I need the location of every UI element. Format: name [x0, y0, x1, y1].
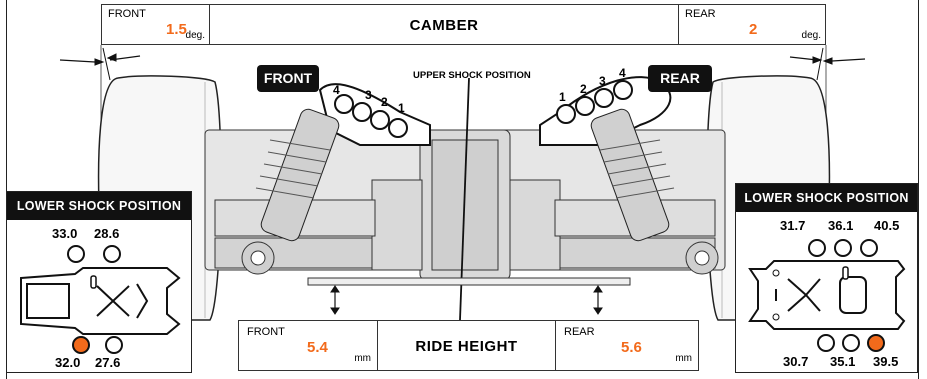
lower-front-top-val-1: 33.0: [52, 226, 78, 241]
front-camber-value[interactable]: 1.5: [166, 21, 187, 38]
front-suspension-arm: [20, 267, 181, 335]
rear-ride-height-box: REAR 5.6 mm: [555, 320, 699, 371]
lower-front-hole-top-1[interactable]: [67, 245, 85, 263]
rear-camber-box: REAR 2 deg.: [678, 4, 826, 45]
lower-shock-rear-title: LOWER SHOCK POSITION: [736, 184, 917, 212]
lower-rear-hole-bottom-1[interactable]: [817, 334, 835, 352]
rear-camber-value[interactable]: 2: [749, 21, 758, 38]
rear-ride-height-value[interactable]: 5.6: [621, 339, 642, 356]
lower-rear-top-val-1: 31.7: [780, 218, 806, 233]
front-camber-unit: deg.: [185, 30, 205, 41]
upper-rear-num-1: 1: [559, 90, 566, 104]
camber-title: CAMBER: [409, 17, 479, 34]
lower-front-top-val-2: 28.6: [94, 226, 120, 241]
ride-height-title: RIDE HEIGHT: [415, 338, 518, 355]
lower-front-hole-top-2[interactable]: [103, 245, 121, 263]
lower-rear-hole-top-3[interactable]: [860, 239, 878, 257]
lower-shock-front-title: LOWER SHOCK POSITION: [7, 192, 191, 220]
upper-shock-holes-rear: [556, 80, 633, 124]
front-ride-height-unit: mm: [354, 353, 371, 364]
front-camber-arrow: [59, 47, 141, 81]
lower-shock-rear-panel: LOWER SHOCK POSITION 31.7 36.1 40.5 30.7…: [735, 183, 918, 373]
lower-rear-hole-top-1[interactable]: [808, 239, 826, 257]
upper-front-num-1: 1: [398, 101, 405, 115]
upper-front-num-2: 2: [381, 95, 388, 109]
ride-height-title-box: RIDE HEIGHT: [377, 320, 556, 371]
rear-shock: [590, 108, 675, 242]
upper-front-num-4: 4: [333, 83, 340, 97]
lower-rear-bottom-val-1: 30.7: [783, 354, 809, 369]
upper-front-badge: FRONT: [257, 65, 319, 92]
lower-shock-front-panel: LOWER SHOCK POSITION 33.0 28.6 32.0 27.6: [6, 191, 192, 373]
front-ride-height-label: FRONT: [247, 326, 285, 338]
upper-shock-title: UPPER SHOCK POSITION: [413, 70, 531, 81]
ride-height-board: [307, 277, 631, 286]
upper-rear-badge: REAR: [648, 65, 712, 92]
upper-rear-num-2: 2: [580, 82, 587, 96]
lower-rear-bottom-val-2: 35.1: [830, 354, 856, 369]
front-camber-box: FRONT 1.5 deg.: [101, 4, 210, 45]
lower-front-bottom-val-2: 27.6: [95, 355, 121, 370]
rear-ride-height-unit: mm: [675, 353, 692, 364]
front-camber-label: FRONT: [108, 8, 146, 20]
frame-line-left: [6, 0, 7, 379]
rear-camber-arrow: [789, 47, 866, 81]
ride-height-arrows: [330, 285, 603, 315]
rear-camber-label: REAR: [685, 8, 716, 20]
lower-front-hole-bottom-1[interactable]: [72, 336, 90, 354]
upper-shock-holes-front: [334, 94, 408, 138]
lower-rear-bottom-val-3: 39.5: [873, 354, 899, 369]
upper-rear-num-4: 4: [619, 66, 626, 80]
front-ride-height-value[interactable]: 5.4: [307, 339, 328, 356]
rear-camber-unit: deg.: [801, 30, 821, 41]
lower-front-hole-bottom-2[interactable]: [105, 336, 123, 354]
front-ride-height-box: FRONT 5.4 mm: [238, 320, 378, 371]
upper-front-num-3: 3: [365, 88, 372, 102]
lower-front-bottom-val-1: 32.0: [55, 355, 81, 370]
camber-title-box: CAMBER: [209, 4, 679, 45]
lower-rear-top-val-2: 36.1: [828, 218, 854, 233]
rear-ride-height-label: REAR: [564, 326, 595, 338]
lower-rear-hole-bottom-3[interactable]: [867, 334, 885, 352]
lower-rear-hole-bottom-2[interactable]: [842, 334, 860, 352]
rear-suspension-arm: [748, 260, 906, 330]
front-shock: [255, 108, 340, 242]
lower-rear-hole-top-2[interactable]: [834, 239, 852, 257]
upper-rear-num-3: 3: [599, 74, 606, 88]
lower-rear-top-val-3: 40.5: [874, 218, 900, 233]
frame-line-right: [918, 0, 919, 379]
